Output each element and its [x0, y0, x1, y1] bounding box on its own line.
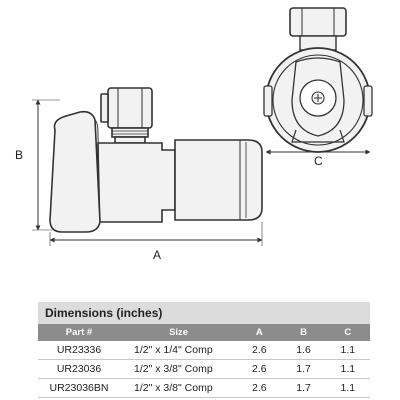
cell-part-number: UR23036BN [38, 378, 120, 398]
header-part-number: Part # [38, 324, 120, 341]
header-b: B [281, 324, 326, 341]
cell-b: 1.7 [281, 359, 326, 379]
cell-c: 1.1 [325, 378, 370, 398]
cell-size: 1/2" x 3/8" Comp [120, 359, 238, 379]
cell-b: 1.7 [281, 378, 326, 398]
dimensions-table: Dimensions (inches) Part # Size A B C UR… [38, 302, 370, 398]
cell-c: 1.1 [325, 359, 370, 379]
valve-side-view [49, 87, 263, 233]
threaded-neck [111, 127, 149, 138]
table-row: UR23336 1/2" x 1/4" Comp 2.6 1.6 1.1 [38, 341, 370, 360]
cell-a: 2.6 [237, 341, 282, 360]
table-title: Dimensions (inches) [38, 302, 370, 324]
table-header-row: Part # Size A B C [38, 324, 370, 341]
valve-end-view [263, 7, 373, 153]
dimension-b-label: B [15, 148, 23, 162]
dimension-a [49, 222, 263, 246]
cell-a: 2.6 [237, 359, 282, 379]
dimension-a-label: A [153, 248, 161, 262]
cell-size: 1/2" x 3/8" Comp [120, 378, 238, 398]
cell-a: 2.6 [237, 378, 282, 398]
cell-c: 1.1 [325, 341, 370, 360]
dimension-c-label: C [314, 154, 323, 168]
push-fit-end [174, 139, 263, 221]
cell-b: 1.6 [281, 341, 326, 360]
valve-technical-drawing: B A C [15, 7, 373, 262]
compression-nut [107, 87, 153, 129]
valve-body [97, 142, 176, 223]
handle [49, 110, 101, 233]
dimension-b [32, 99, 60, 231]
header-a: A [237, 324, 282, 341]
header-c: C [325, 324, 370, 341]
cell-part-number: UR23336 [38, 341, 120, 360]
end-view-nut [289, 7, 347, 37]
table-row: UR23036 1/2" x 3/8" Comp 2.6 1.7 1.1 [38, 359, 370, 379]
table-row: UR23036BN 1/2" x 3/8" Comp 2.6 1.7 1.1 [38, 378, 370, 398]
cell-size: 1/2" x 1/4" Comp [120, 341, 238, 360]
cell-part-number: UR23036 [38, 359, 120, 379]
header-size: Size [120, 324, 238, 341]
